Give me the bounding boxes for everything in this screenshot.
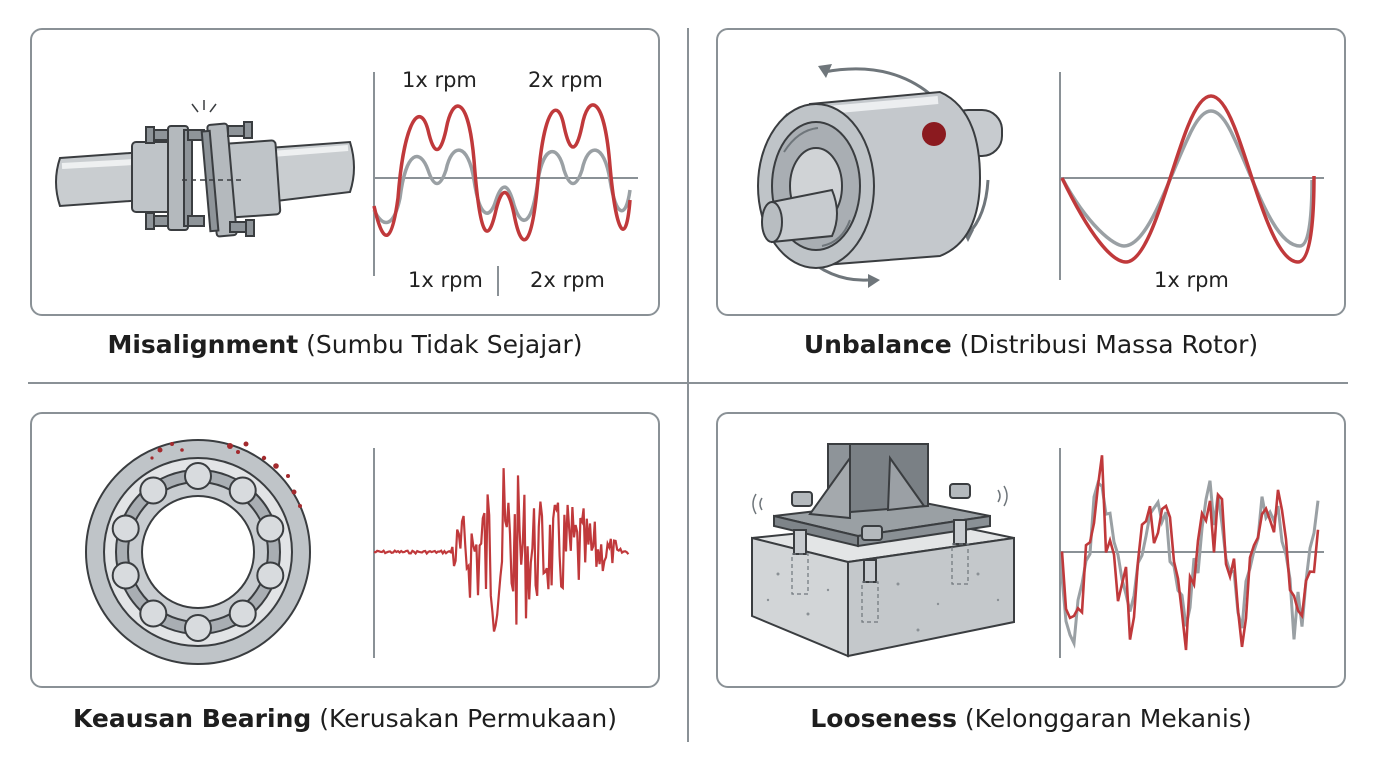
bearing-balls [111,462,285,642]
misalignment-gray-wave [372,148,632,225]
vertical-divider [687,28,689,742]
looseness-title: Looseness [810,704,957,733]
misalignment-red-wave [372,103,632,242]
bearing-ball [256,514,285,543]
unbalance-label-1x: 1x rpm [1154,268,1229,292]
unbalance-caption: Unbalance (Distribusi Massa Rotor) [716,330,1346,359]
misalignment-label-top-1x: 1x rpm [402,68,477,92]
bearing-ball [111,561,140,590]
looseness-subtitle: (Kelonggaran Mekanis) [956,704,1252,733]
unbalance-subtitle: (Distribusi Massa Rotor) [951,330,1259,359]
bearing-ball [256,561,285,590]
bearing-ball [111,514,140,543]
looseness-illustration [751,443,1324,658]
misalignment-label-top-2x: 2x rpm [528,68,603,92]
looseness-caption: Looseness (Kelonggaran Mekanis) [716,704,1346,733]
bearing-red-wave [373,468,630,632]
bearing-illustration [85,439,630,665]
misalignment-subtitle: (Sumbu Tidak Sejajar) [298,330,583,359]
misalignment-illustration [55,72,638,296]
looseness-red-wave [1060,455,1320,651]
misalignment-label-bottom-1x: 1x rpm [408,268,483,292]
misalignment-caption: Misalignment (Sumbu Tidak Sejajar) [30,330,660,359]
misalignment-panel: 1x rpm 2x rpm 1x rpm 2x rpm [30,28,660,316]
looseness-panel [716,412,1346,688]
bearing-title: Keausan Bearing [72,704,312,733]
bearing-ball [139,599,168,628]
misalignment-label-bottom-2x: 2x rpm [530,268,605,292]
bearing-ball [228,476,257,505]
bearing-ball [228,599,257,628]
bearing-ball [139,476,168,505]
unbalance-red-wave [1060,94,1316,264]
bearing-ball [184,462,212,490]
bearing-ball [184,614,212,642]
unbalance-gray-wave [1060,109,1314,248]
misalignment-title: Misalignment [107,330,299,359]
unbalance-panel: 1x rpm [716,28,1346,316]
bearing-subtitle: (Kerusakan Permukaan) [311,704,617,733]
unbalance-mass-dot [922,122,946,146]
bearing-caption: Keausan Bearing (Kerusakan Permukaan) [30,704,660,733]
looseness-gray-wave [1060,480,1320,649]
unbalance-illustration [757,64,1324,288]
horizontal-divider [28,382,1348,384]
unbalance-title: Unbalance [803,330,952,359]
bearing-panel [30,412,660,688]
